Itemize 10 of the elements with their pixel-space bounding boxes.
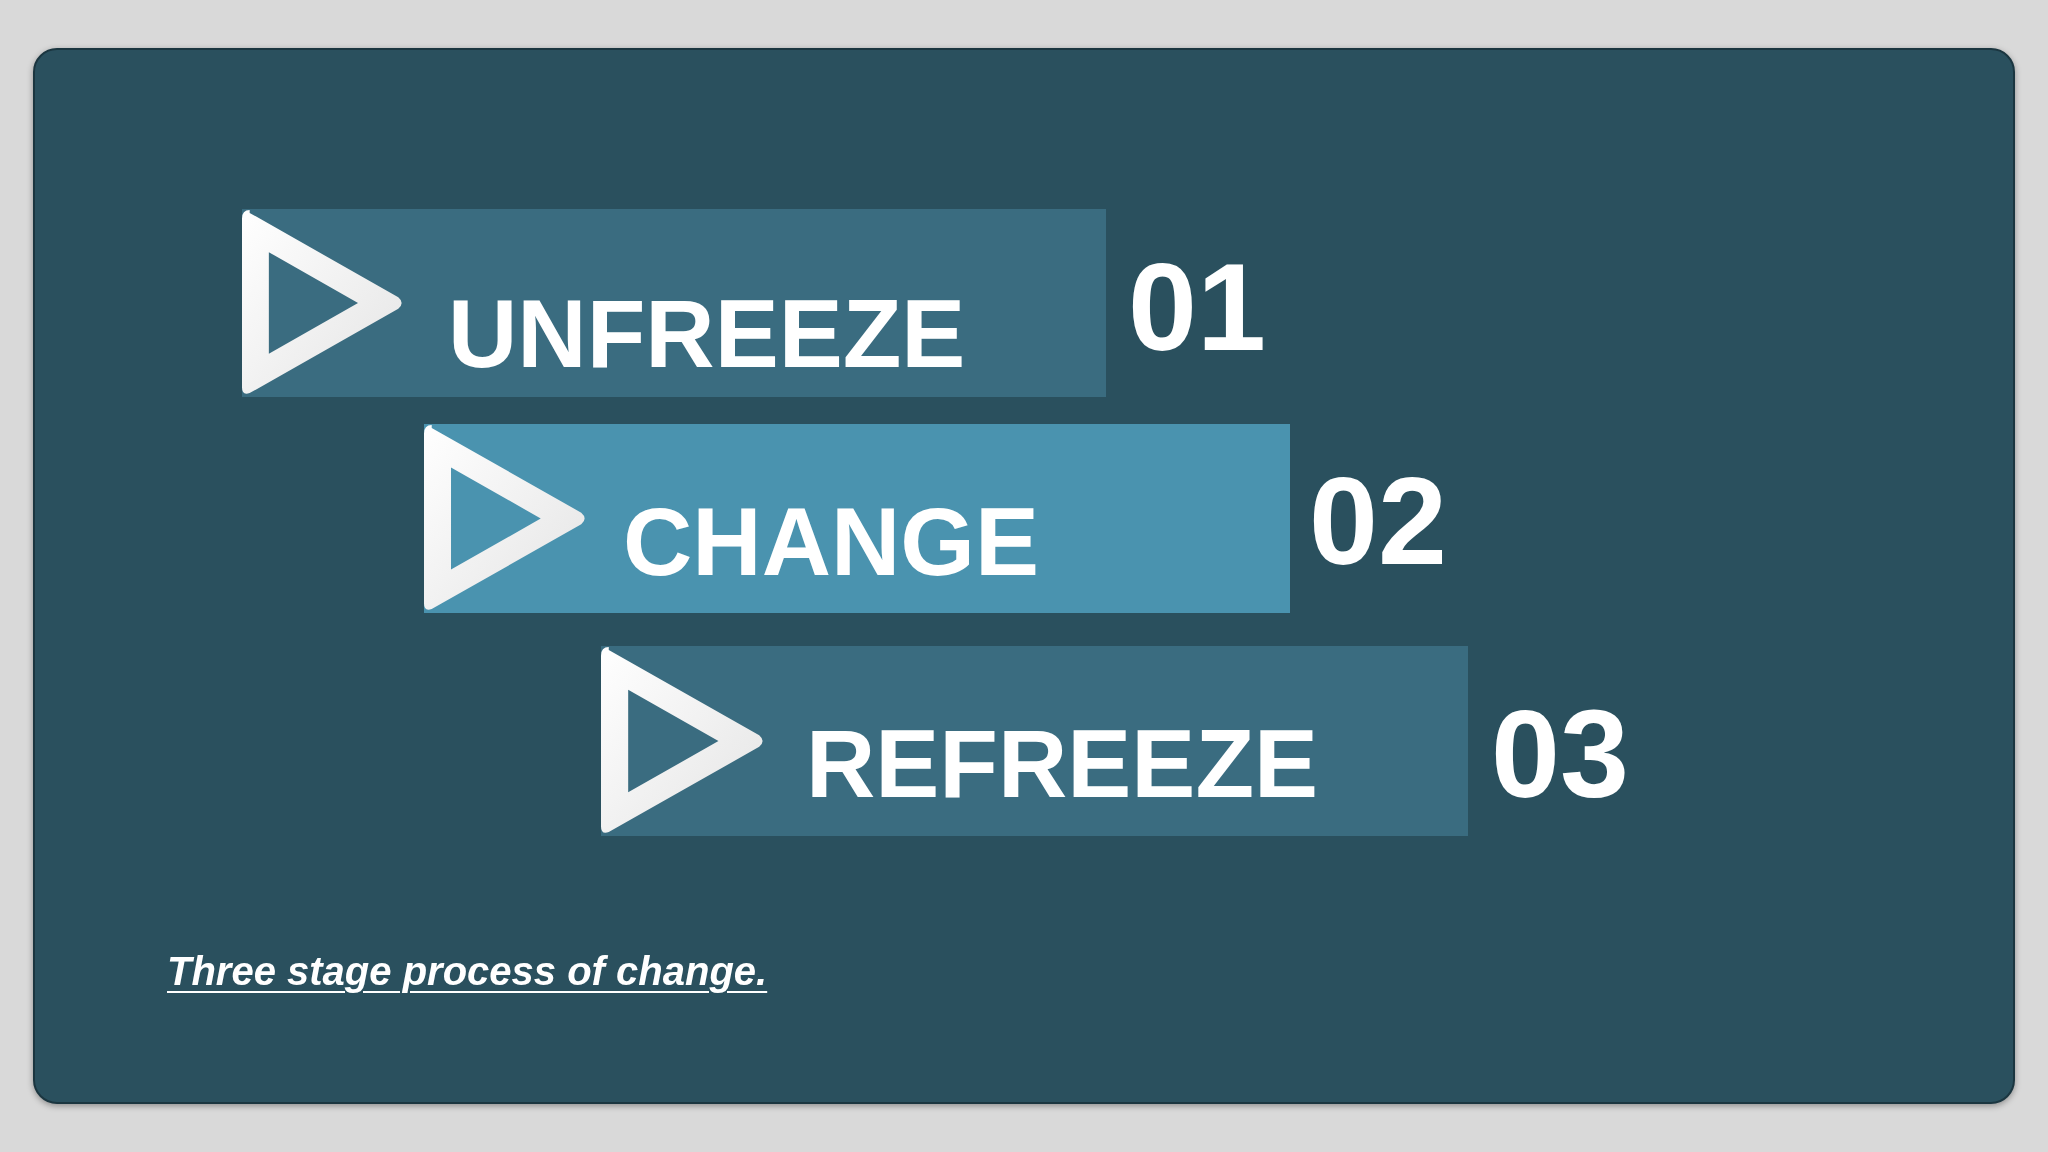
step-number: 02 (1309, 459, 1447, 583)
stage-banner (601, 646, 1468, 836)
step-number: 03 (1491, 692, 1629, 816)
stage-banner (424, 424, 1290, 613)
stage-banner (242, 209, 1106, 397)
stage-label: UNFREEZE (448, 286, 966, 382)
stage-label: CHANGE (623, 494, 1039, 590)
caption-text: Three stage process of change. (167, 948, 768, 994)
step-number: 01 (1128, 245, 1266, 369)
stage-label: REFREEZE (806, 716, 1319, 812)
